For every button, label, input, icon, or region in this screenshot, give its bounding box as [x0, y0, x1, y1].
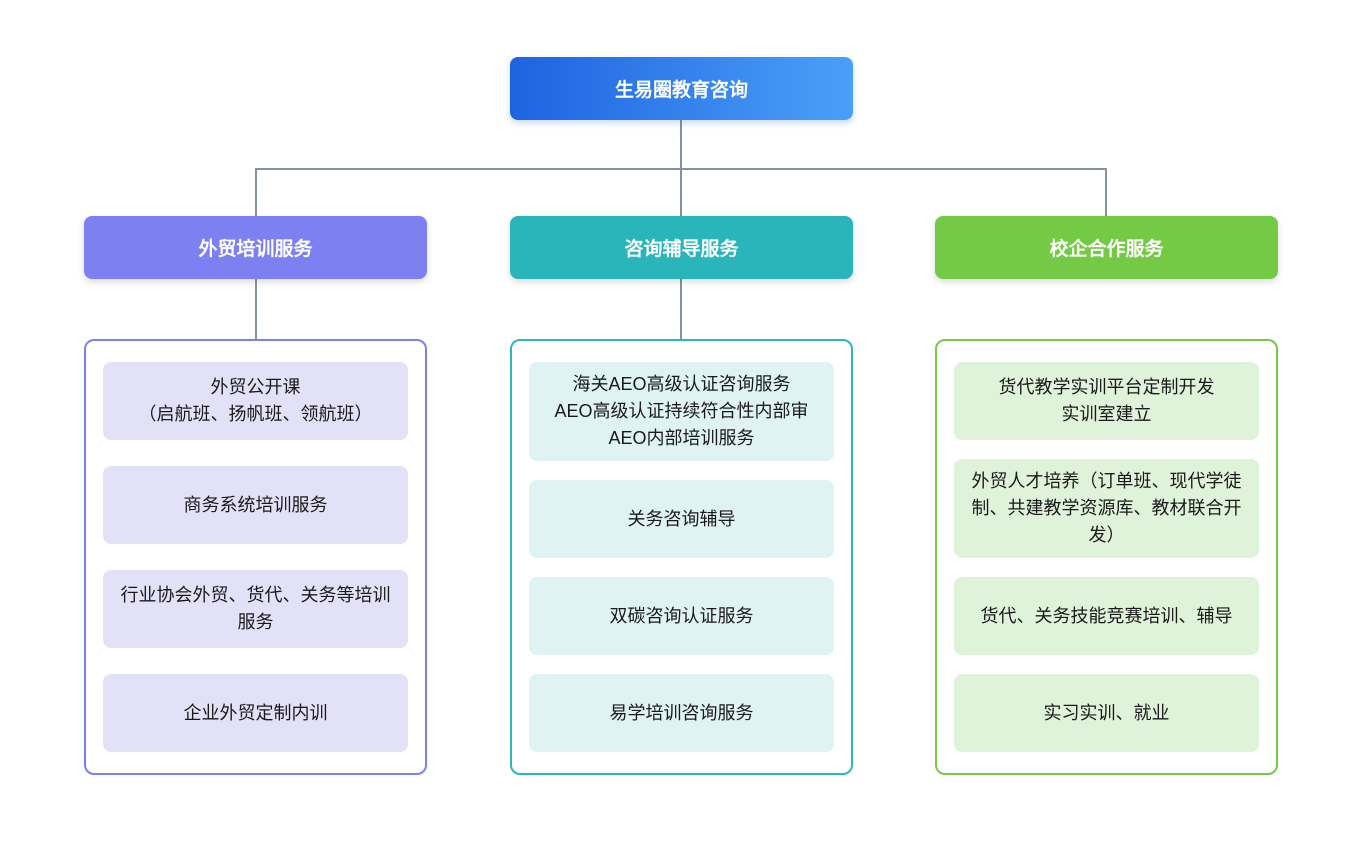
tree-item: 行业协会外贸、货代、关务等培训服务: [103, 570, 408, 648]
tree-item-label: 易学培训咨询服务: [609, 702, 754, 723]
branch-container-consulting-coaching: 海关AEO高级认证咨询服务 AEO高级认证持续符合性内部审 AEO内部培训服务 …: [510, 339, 853, 775]
branch-foreign-trade-training: 外贸培训服务 外贸公开课 （启航班、扬帆班、领航班） 商务系统培训服务 行业协会…: [84, 216, 427, 776]
connector-root-drop: [680, 120, 682, 169]
tree-item: 双碳咨询认证服务: [529, 577, 834, 655]
connector-drop-left: [255, 168, 257, 216]
tree-item-label: 外贸公开课 （启航班、扬帆班、领航班）: [138, 377, 373, 424]
tree-item-label: 关务咨询辅导: [627, 508, 736, 529]
connector-stem-left: [255, 279, 257, 339]
connector-stem-middle: [680, 279, 682, 339]
tree-item-label: 企业外贸定制内训: [183, 702, 328, 723]
root-node-label: 生易圈教育咨询: [614, 80, 748, 101]
tree-item-label: 海关AEO高级认证咨询服务 AEO高级认证持续符合性内部审 AEO内部培训服务: [554, 374, 809, 448]
tree-item: 外贸公开课 （启航班、扬帆班、领航班）: [103, 362, 408, 440]
branch-header-foreign-trade-training: 外贸培训服务: [84, 216, 427, 279]
branch-header-school-enterprise-cooperation: 校企合作服务: [935, 216, 1278, 279]
branch-label: 外贸培训服务: [198, 239, 313, 260]
tree-item: 商务系统培训服务: [103, 466, 408, 544]
connector-drop-middle: [680, 168, 682, 216]
tree-item-label: 实习实训、就业: [1043, 702, 1170, 723]
tree-item-label: 商务系统培训服务: [183, 494, 328, 515]
root-node: 生易圈教育咨询: [510, 57, 853, 120]
tree-item-label: 双碳咨询认证服务: [609, 605, 754, 626]
tree-item: 货代教学实训平台定制开发 实训室建立: [954, 362, 1259, 440]
tree-item-label: 货代、关务技能竞赛培训、辅导: [980, 605, 1233, 626]
tree-item-label: 货代教学实训平台定制开发 实训室建立: [998, 377, 1215, 424]
tree-item: 关务咨询辅导: [529, 480, 834, 558]
tree-item: 易学培训咨询服务: [529, 674, 834, 752]
branch-school-enterprise-cooperation: 校企合作服务 货代教学实训平台定制开发 实训室建立 外贸人才培养（订单班、现代学…: [935, 216, 1278, 776]
tree-item: 外贸人才培养（订单班、现代学徒制、共建教学资源库、教材联合开发）: [954, 459, 1259, 558]
branch-container-foreign-trade-training: 外贸公开课 （启航班、扬帆班、领航班） 商务系统培训服务 行业协会外贸、货代、关…: [84, 339, 427, 775]
branch-label: 咨询辅导服务: [624, 239, 739, 260]
tree-item: 货代、关务技能竞赛培训、辅导: [954, 577, 1259, 655]
tree-item: 企业外贸定制内训: [103, 674, 408, 752]
branch-label: 校企合作服务: [1049, 239, 1164, 260]
tree-item-label: 外贸人才培养（订单班、现代学徒制、共建教学资源库、教材联合开发）: [971, 471, 1242, 545]
tree-item: 实习实训、就业: [954, 674, 1259, 752]
tree-item-label: 行业协会外贸、货代、关务等培训服务: [120, 585, 391, 632]
branch-consulting-coaching: 咨询辅导服务 海关AEO高级认证咨询服务 AEO高级认证持续符合性内部审 AEO…: [510, 216, 853, 776]
branch-container-school-enterprise-cooperation: 货代教学实训平台定制开发 实训室建立 外贸人才培养（订单班、现代学徒制、共建教学…: [935, 339, 1278, 775]
tree-item: 海关AEO高级认证咨询服务 AEO高级认证持续符合性内部审 AEO内部培训服务: [529, 362, 834, 461]
connector-drop-right: [1105, 168, 1107, 216]
branch-header-consulting-coaching: 咨询辅导服务: [510, 216, 853, 279]
